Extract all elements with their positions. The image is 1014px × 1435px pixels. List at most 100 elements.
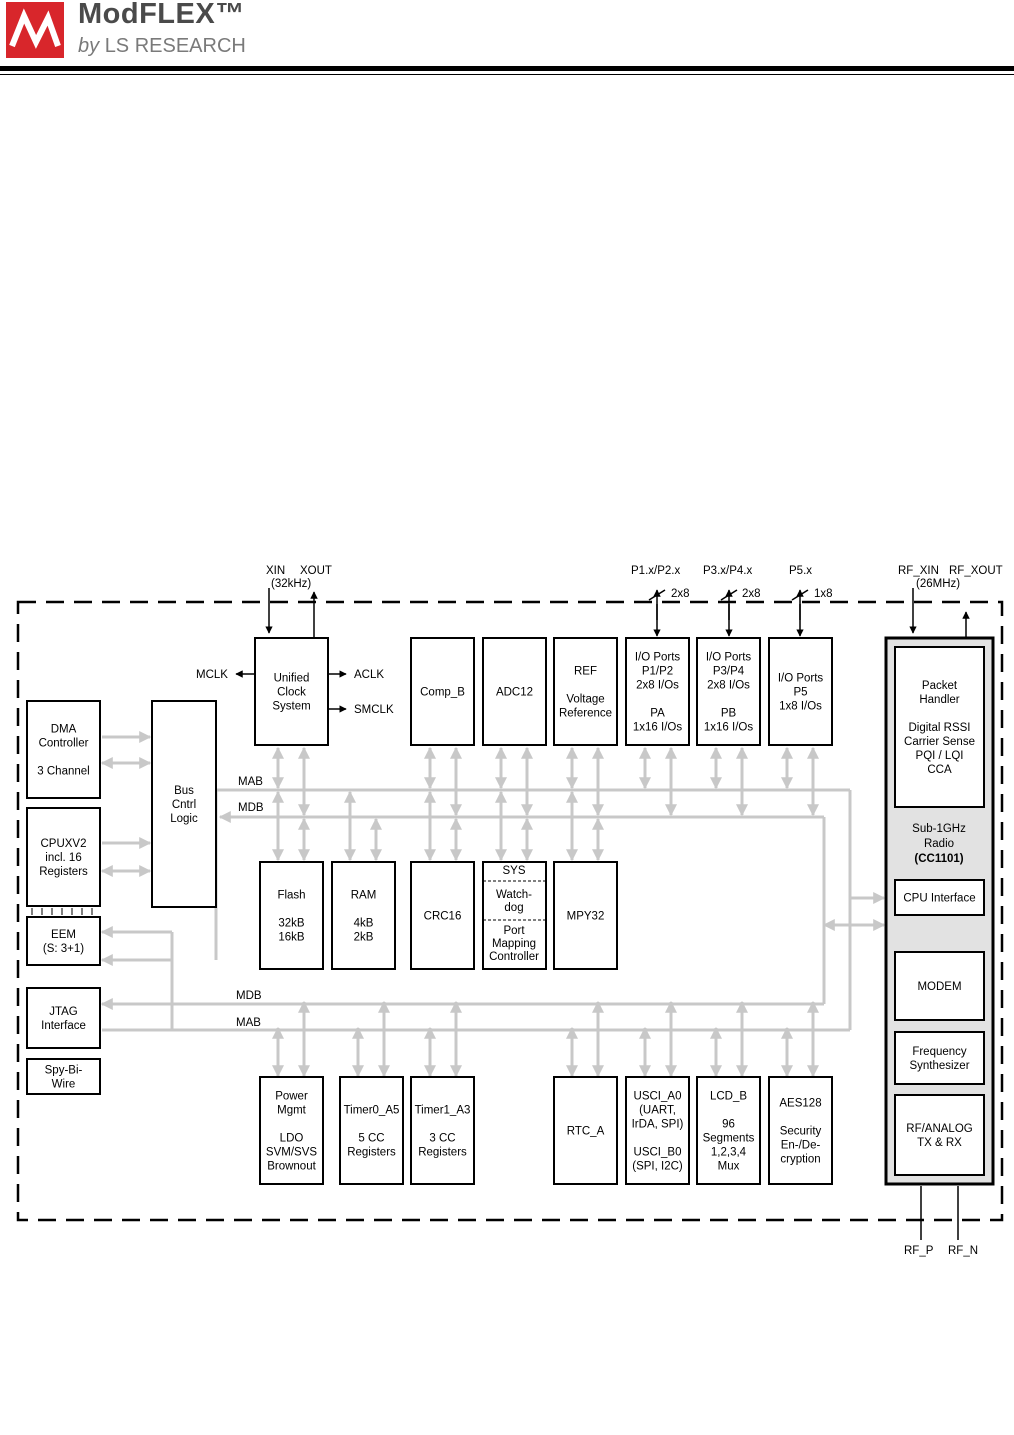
block-aes [768,1076,833,1185]
block-lcd-line: Mux [718,1161,740,1173]
block-cpu_if-line: CPU Interface [903,893,975,905]
pin-xtal-freq: (32kHz) [271,578,311,590]
block-lcd-line: LCD_B [710,1091,747,1103]
radio-label-line: Radio [924,838,954,850]
page-header: ModFLEX™ by LS RESEARCH [0,0,1014,80]
block-ref-line: REF [574,666,597,678]
pin-rf-xin: RF_XIN [898,565,939,577]
block-modem-line: MODEM [917,981,961,993]
block-bus_cntrl-line: Bus [174,785,194,797]
block-clock-line: Clock [277,687,306,699]
block-adc12 [482,637,547,746]
block-packet [894,646,985,808]
block-spybiwire-line: Wire [52,1079,76,1091]
signal-mdb-top: MDB [238,802,264,814]
block-dma-line: 3 Channel [37,766,89,778]
block-rf_analog [894,1094,985,1176]
block-clock-line: System [272,701,310,713]
block-eem-line: (S: 3+1) [43,943,84,955]
block-modem [894,951,985,1021]
block-usci-line: IrDA, SPI) [632,1119,684,1131]
brand-subtitle: by LS RESEARCH [78,35,246,58]
radio-label-line: Sub-1GHz [912,823,966,835]
block-io_pb-line: I/O Ports [706,652,752,664]
block-ram-line: 2kB [354,932,374,944]
block-flash-line: 16kB [278,932,305,944]
pin-xout: XOUT [300,565,332,577]
block-usci [625,1076,690,1185]
block-timer0-line: 5 CC [358,1133,384,1145]
block-ram-line: 4kB [354,918,374,930]
block-usci-line: (SPI, I2C) [632,1161,683,1173]
block-packet-line: PQI / LQI [916,750,964,762]
pin-bus-2x8-b: 2x8 [742,588,761,600]
pin-bus-1x8: 1x8 [814,588,833,600]
block-dma-line: DMA [51,724,77,736]
header-rule-thin [0,74,1014,75]
block-power-line: Mgmt [277,1105,307,1117]
pin-rf-n: RF_N [948,1245,978,1257]
block-io_pb-line: 1x16 I/Os [704,722,753,734]
header-rule [0,66,1014,71]
block-io_pa-line: 2x8 I/Os [636,680,679,692]
signal-mab-top: MAB [238,776,263,788]
brand-title: ModFLEX™ [78,0,245,30]
block-spybiwire [26,1058,101,1095]
block-aes-line: cryption [780,1154,820,1166]
pin-p3p4: P3.x/P4.x [703,565,752,577]
block-packet-line: CCA [927,764,952,776]
block-lcd-line: Segments [703,1133,755,1145]
block-packet-line: Carrier Sense [904,736,975,748]
block-timer0-line: Timer0_A5 [344,1105,400,1117]
port-bus-slash-0 [648,589,666,601]
block-clock [254,637,329,746]
block-comp_b [410,637,475,746]
block-io_pa-line: P1/P2 [642,666,673,678]
block-packet-line: Digital RSSI [909,722,971,734]
block-power-line: Brownout [267,1161,316,1173]
block-lcd [696,1076,761,1185]
pin-rf-xout: RF_XOUT [949,565,1003,577]
block-bus_cntrl [151,700,217,908]
block-lcd-line: 96 [722,1119,735,1131]
block-io_p5-line: I/O Ports [778,673,824,685]
block-rf_analog-line: RF/ANALOG [906,1123,973,1135]
brand-by: by [78,35,100,57]
block-usci-line: (UART, [639,1105,676,1117]
block-flash-line: Flash [277,890,305,902]
block-eem-line: EEM [51,929,76,941]
block-io_p5 [768,637,833,746]
pin-rf-freq: (26MHz) [916,578,960,590]
block-timer0 [339,1076,404,1185]
block-crc16-line: CRC16 [424,911,462,923]
block-io_pb-line: PB [721,708,737,720]
block-watchdog-line: Watch- [496,889,532,901]
block-ram [331,861,396,970]
block-bus_cntrl-line: Logic [170,813,198,825]
pin-p1p2: P1.x/P2.x [631,565,680,577]
block-power-line: LDO [280,1133,304,1145]
ls-research-logo-icon [6,2,64,58]
block-cpu_if [894,879,985,916]
block-crc16 [410,861,475,970]
block-cpu-line: CPUXV2 [40,838,86,850]
block-io_pa-line: 1x16 I/Os [633,722,682,734]
block-ref-line: Voltage [566,694,604,706]
block-aes-line: En-/De- [781,1140,821,1152]
block-clock-line: Unified [274,673,310,685]
block-lcd-line: 1,2,3,4 [711,1147,747,1159]
block-spybiwire-line: Spy-Bi- [45,1065,83,1077]
block-packet-line: Handler [919,694,959,706]
block-comp_b-line: Comp_B [420,687,465,699]
block-io_p5-line: 1x8 I/Os [779,701,822,713]
signal-mdb-bottom: MDB [236,990,262,1002]
block-mpy32-line: MPY32 [567,911,605,923]
block-timer1-line: Timer1_A3 [415,1105,471,1117]
block-dma-line: Controller [39,738,89,750]
pin-xin: XIN [266,565,285,577]
block-adc12-line: ADC12 [496,687,533,699]
block-jtag-line: JTAG [49,1006,78,1018]
block-timer1-line: 3 CC [429,1133,455,1145]
